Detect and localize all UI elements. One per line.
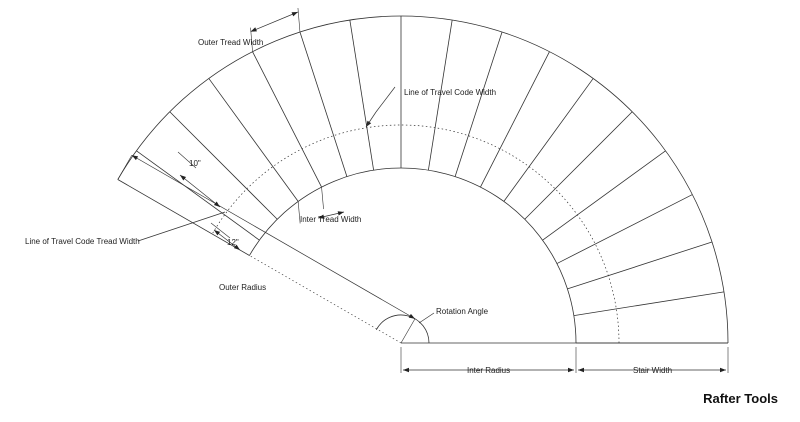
extension-line [117, 155, 133, 180]
tread-line [208, 78, 299, 202]
stair-width-label: Stair Width [633, 366, 672, 375]
line-of-travel-code-tread-width-label: Line of Travel Code Tread Width [25, 237, 140, 246]
line-of-travel-code-width-label: Line of Travel Code Width [404, 88, 496, 97]
rotation-angle-leader [418, 312, 435, 324]
dimension-line [179, 174, 221, 208]
tread-line [299, 31, 348, 177]
tread-line [117, 179, 250, 256]
dimension-arrowhead [408, 313, 415, 319]
dimension-arrowhead [213, 201, 220, 207]
tread-line [524, 111, 633, 220]
rotation-angle-label: Rotation Angle [436, 307, 489, 316]
inter-radius-label: Inter Radius [467, 366, 510, 375]
tread-line [480, 51, 550, 188]
rotation-angle-arc [375, 314, 430, 344]
tread-line [252, 51, 322, 188]
inter-tread-width-label: Inter Tread Width [300, 215, 361, 224]
inner-radius-guide [249, 255, 402, 344]
leader-line [375, 86, 396, 113]
dimension-line [131, 154, 416, 320]
leader-line [137, 211, 226, 242]
dimension-arrowhead [720, 367, 726, 373]
brand-logo: Rafter Tools [703, 391, 778, 406]
tread-line [349, 19, 375, 171]
line-of-travel-arc [211, 124, 620, 344]
dimension-arrowhead [180, 175, 187, 181]
tread-line [542, 150, 666, 241]
tread-line [503, 78, 594, 202]
tread-line [136, 150, 260, 241]
leader-line [365, 111, 377, 128]
dimension-arrowhead [214, 230, 221, 236]
extension-line [400, 318, 416, 344]
extension-line [297, 7, 301, 33]
dimension-lines [117, 7, 729, 373]
dimension-arrowhead [337, 211, 344, 216]
dimension-arrowhead [318, 214, 325, 219]
inner-arc [249, 167, 577, 344]
tread-line [427, 19, 453, 171]
twelve-inch-label: 12" [227, 238, 239, 247]
leader-line [177, 151, 197, 169]
outer-tread-width-label: Outer Tread Width [198, 38, 263, 47]
tread-line [454, 31, 503, 177]
stair-geometry [117, 15, 729, 344]
tread-line [567, 241, 713, 290]
dimension-arrowhead [131, 155, 139, 161]
extension-line [297, 201, 301, 224]
tread-line [556, 194, 693, 264]
dimension-arrowhead [568, 367, 574, 373]
outer-arc [117, 15, 729, 344]
dimension-arrowhead [233, 244, 240, 250]
ten-inch-label: 10" [189, 159, 201, 168]
extension-line [210, 222, 231, 239]
dimension-arrowhead [578, 367, 584, 373]
tread-line [169, 111, 278, 220]
extension-line [321, 187, 324, 210]
dimension-line [250, 11, 299, 32]
outer-radius-label: Outer Radius [219, 283, 266, 292]
dimension-arrowhead [291, 12, 298, 17]
dimension-arrowhead [250, 27, 257, 32]
dimension-arrowhead [403, 367, 409, 373]
tread-line [573, 291, 725, 317]
